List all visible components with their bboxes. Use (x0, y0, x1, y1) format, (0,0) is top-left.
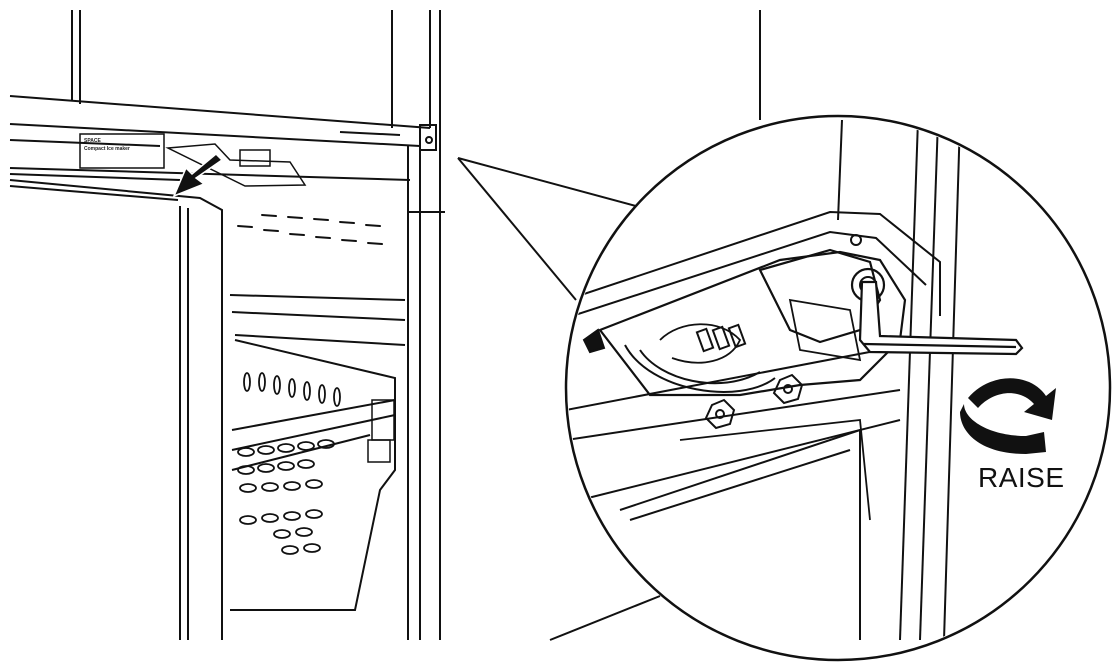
panel-label-line1: SPACE (84, 138, 101, 144)
hex-wrench-icon (858, 280, 1024, 356)
basket-slots (237, 372, 341, 555)
panel-label-line2: Compact Ice maker (84, 146, 130, 152)
callout-pointer (457, 10, 761, 641)
rotate-clockwise-arrow-icon (960, 378, 1056, 454)
arrow-down-left-icon (172, 152, 224, 198)
refrigerator-cabinet (9, 10, 445, 640)
raise-label: RAISE (978, 462, 1065, 493)
freezer-basket (229, 294, 406, 611)
magnified-hinge-view (564, 114, 1112, 662)
vent-slots (237, 214, 383, 245)
